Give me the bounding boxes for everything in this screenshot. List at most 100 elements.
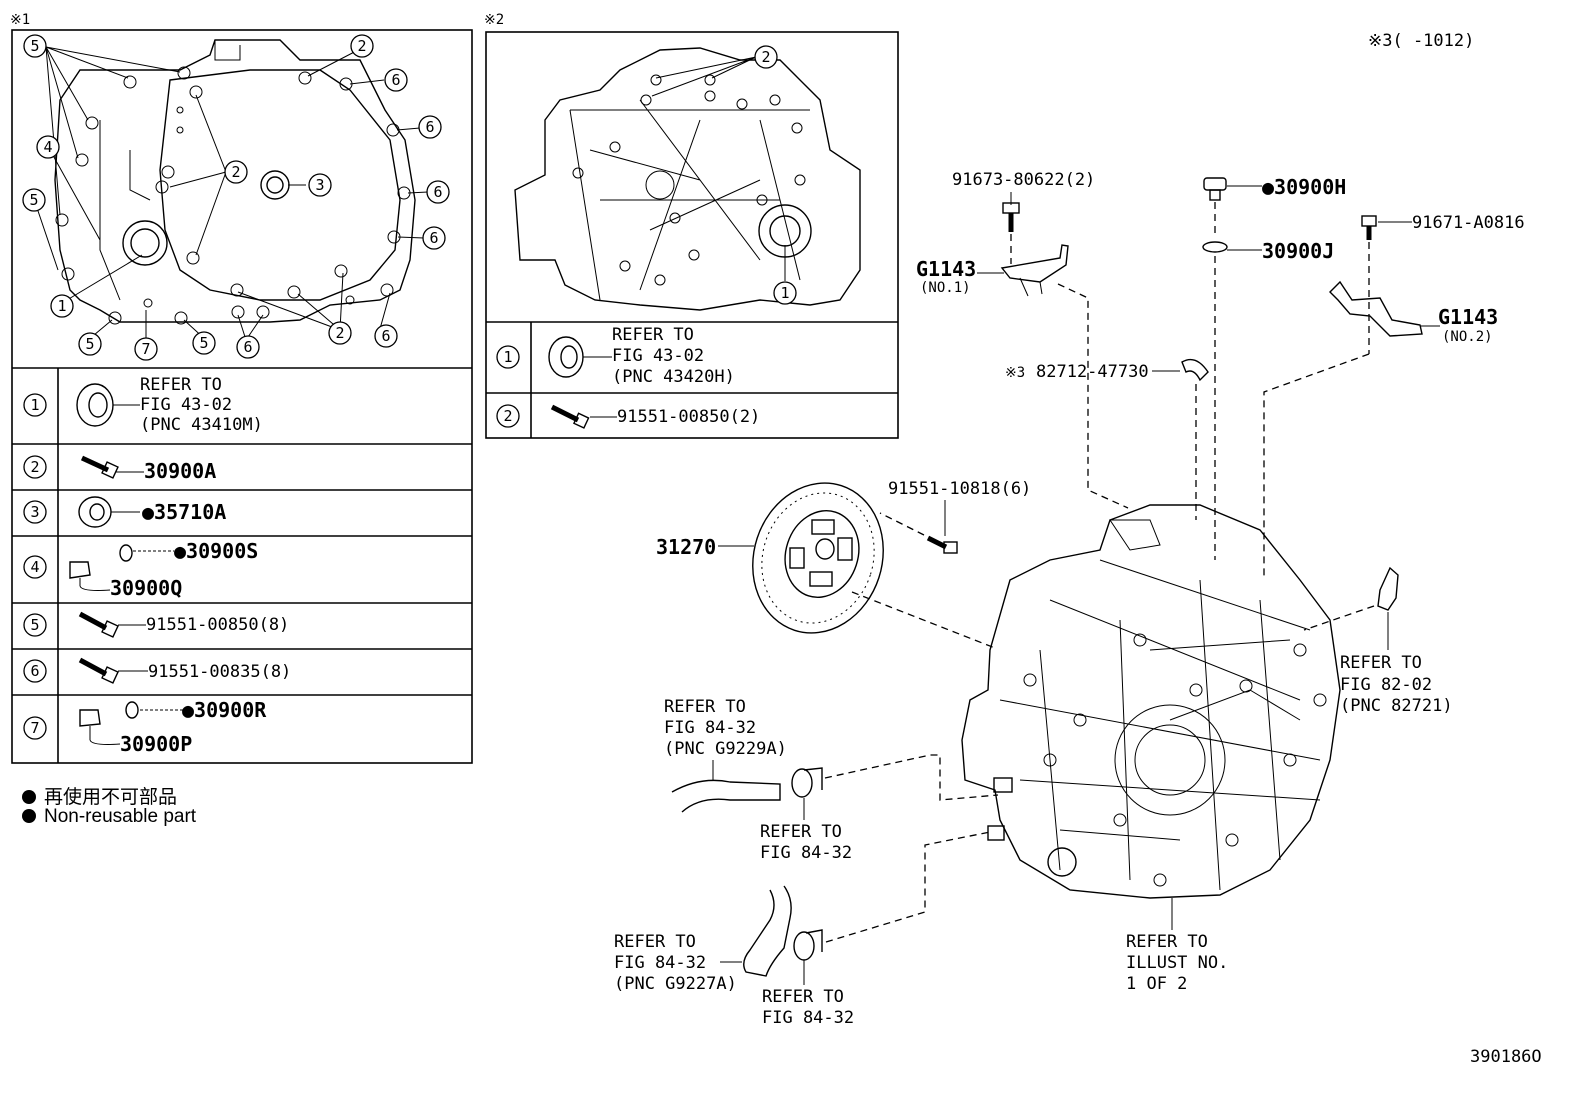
svg-text:FIG 43-02: FIG 43-02 <box>140 395 232 415</box>
drain-plug-group: ●30900H 30900J <box>1202 175 1346 560</box>
gasket-icon <box>125 701 139 719</box>
bolt-icon <box>78 657 119 684</box>
row-number: 3 <box>30 503 39 521</box>
box1-parts-table: 1 REFER TO FIG 43-02 (PNC 43410M) 2 3090… <box>23 375 291 756</box>
box2-marker: ※2 <box>484 12 504 28</box>
clip-icon <box>793 929 823 961</box>
svg-text:REFER TO: REFER TO <box>762 987 844 1007</box>
svg-text:(PNC 43420H): (PNC 43420H) <box>612 367 735 387</box>
svg-text:2: 2 <box>357 37 366 55</box>
svg-text:6: 6 <box>429 229 438 247</box>
svg-text:91551-00850(2): 91551-00850(2) <box>617 407 760 427</box>
row-number: 1 <box>30 396 39 414</box>
svg-text:REFER TO: REFER TO <box>614 932 696 952</box>
part-91671: 91671-A0816 <box>1412 213 1525 233</box>
transaxle-housing-drawing-1 <box>35 39 429 345</box>
svg-text:30900Q: 30900Q <box>110 576 182 600</box>
svg-text:30900P: 30900P <box>120 732 192 756</box>
ref3-note: ※3( -1012) <box>1368 31 1474 51</box>
part-82712: 82712-47730 <box>1036 362 1149 382</box>
bolt-icon <box>1361 215 1377 240</box>
svg-text:FIG 43-02: FIG 43-02 <box>612 346 704 366</box>
bolt-icon <box>550 404 590 429</box>
refer-illust-group: REFER TO ILLUST NO. 1 OF 2 <box>1126 898 1228 994</box>
filled-dot-icon <box>22 790 36 804</box>
transaxle-assembly-drawing <box>961 504 1341 899</box>
svg-text:7: 7 <box>141 340 150 358</box>
svg-text:91551-00850(8): 91551-00850(8) <box>146 615 289 635</box>
plug-icon <box>79 709 121 745</box>
oil-seal-icon <box>548 336 584 378</box>
row-number: 2 <box>30 458 39 476</box>
g1143-no2: G1143 <box>1438 305 1498 329</box>
svg-text:1 OF 2: 1 OF 2 <box>1126 974 1187 994</box>
part-91551-10818: 91551-10818(6) <box>888 479 1031 499</box>
svg-text:REFER TO: REFER TO <box>1126 932 1208 952</box>
svg-text:2: 2 <box>335 324 344 342</box>
svg-text:REFER TO: REFER TO <box>1340 653 1422 673</box>
svg-text:1: 1 <box>780 284 789 302</box>
svg-text:(PNC 82721): (PNC 82721) <box>1340 696 1453 716</box>
box2-frame <box>485 31 899 439</box>
svg-text:3: 3 <box>315 176 324 194</box>
transaxle-housing-drawing-2 <box>514 47 861 311</box>
svg-text:1: 1 <box>57 297 66 315</box>
svg-text:●30900S: ●30900S <box>174 539 258 563</box>
clip-icon <box>791 767 823 798</box>
bearing-icon <box>78 496 112 528</box>
bracket-no1-group: 91673-80622(2) G1143 (NO.1) <box>916 170 1129 509</box>
svg-text:6: 6 <box>425 118 434 136</box>
row-number: 4 <box>30 558 39 576</box>
bolt-icon <box>80 455 119 479</box>
bolt-icon <box>78 611 119 638</box>
bolt-icon <box>1002 202 1020 232</box>
refer-82-02-group: REFER TO FIG 82-02 (PNC 82721) <box>1303 566 1453 716</box>
svg-text:6: 6 <box>243 338 252 356</box>
svg-text:6: 6 <box>391 71 400 89</box>
svg-text:FIG 84-32: FIG 84-32 <box>664 718 756 738</box>
svg-text:REFER TO: REFER TO <box>612 325 694 345</box>
svg-text:5: 5 <box>199 334 208 352</box>
clamp-82712-group: ※3 82712-47730 <box>1005 358 1209 520</box>
svg-text:(PNC G9229A): (PNC G9229A) <box>664 739 787 759</box>
svg-text:FIG 84-32: FIG 84-32 <box>762 1008 854 1028</box>
bracket-no2-group: 91671-A0816 G1143 (NO.2) <box>1263 213 1525 580</box>
gasket-icon <box>119 544 133 562</box>
g1143-no1-sub: (NO.1) <box>920 280 971 296</box>
box2-parts-table: 1 REFER TO FIG 43-02 (PNC 43420H) 2 9155… <box>496 325 760 429</box>
svg-text:30900A: 30900A <box>144 459 216 483</box>
part-30900J: 30900J <box>1262 239 1334 263</box>
bolt-icon <box>926 535 958 554</box>
row-number: 5 <box>30 616 39 634</box>
plug-icon <box>69 561 111 591</box>
box1-callouts: 5 2 6 6 4 2 3 6 5 6 1 6 5 7 5 6 2 6 <box>22 34 450 361</box>
legend-jp: 再使用不可部品 <box>22 782 177 809</box>
g1143-no1: G1143 <box>916 257 976 281</box>
hose-g9229a-group: REFER TO FIG 84-32 (PNC G9229A) REFER TO… <box>664 697 999 863</box>
svg-text:FIG 84-32: FIG 84-32 <box>760 843 852 863</box>
row-number: 1 <box>503 348 512 366</box>
svg-text:ILLUST NO.: ILLUST NO. <box>1126 953 1228 973</box>
gasket-icon <box>1202 241 1228 253</box>
part-31270: 31270 <box>656 535 716 559</box>
box2-callouts: 2 1 <box>754 45 797 305</box>
legend-en: Non-reusable part <box>22 806 196 828</box>
svg-text:REFER TO: REFER TO <box>760 822 842 842</box>
ref3-marker-small: ※3 <box>1005 365 1025 381</box>
svg-text:REFER TO: REFER TO <box>664 697 746 717</box>
svg-text:●30900R: ●30900R <box>182 698 267 722</box>
svg-text:(PNC 43410M): (PNC 43410M) <box>140 415 263 435</box>
svg-text:FIG 84-32: FIG 84-32 <box>614 953 706 973</box>
hose-g9227a-group: REFER TO FIG 84-32 (PNC G9227A) REFER TO… <box>614 831 991 1028</box>
svg-text:FIG 82-02: FIG 82-02 <box>1340 675 1432 695</box>
row-number: 7 <box>30 719 39 737</box>
svg-text:●35710A: ●35710A <box>142 500 226 524</box>
box1-frame <box>11 29 473 764</box>
svg-text:5: 5 <box>85 335 94 353</box>
svg-text:5: 5 <box>29 191 38 209</box>
svg-text:91551-00835(8): 91551-00835(8) <box>148 662 291 682</box>
row-number: 2 <box>503 407 512 425</box>
box1-marker: ※1 <box>10 12 30 28</box>
